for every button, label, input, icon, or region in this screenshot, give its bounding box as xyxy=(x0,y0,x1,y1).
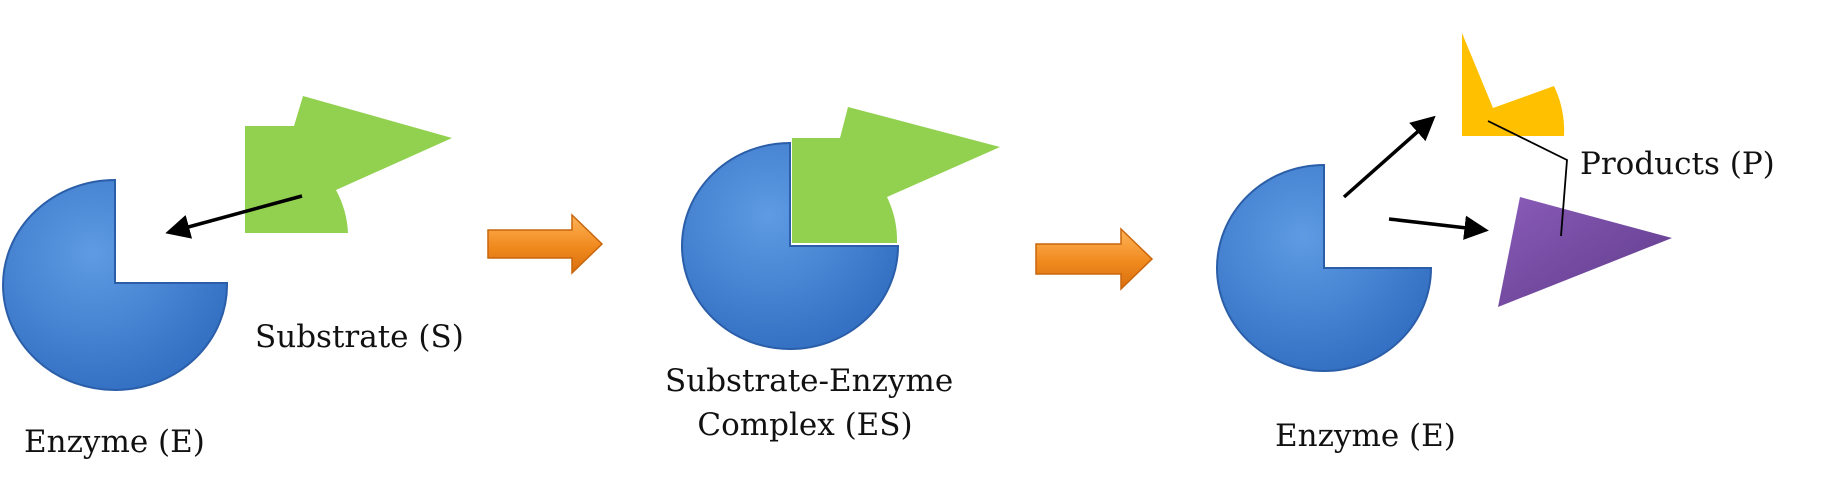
enzyme-left-shape xyxy=(2,178,229,391)
complex-label-line1: Substrate-Enzyme xyxy=(665,363,954,399)
products-label: Products (P) xyxy=(1580,146,1775,182)
enzyme-right-label: Enzyme (E) xyxy=(1275,418,1456,454)
process-arrow-1 xyxy=(487,213,604,275)
substrate-label: Substrate (S) xyxy=(255,319,464,355)
substrate-to-enzyme-arrow xyxy=(165,194,303,239)
es-complex-enzyme-shape xyxy=(681,141,900,350)
product-yellow-shape xyxy=(1462,33,1565,136)
release-arrow-up xyxy=(1342,115,1436,199)
process-arrow-2 xyxy=(1035,227,1154,291)
substrate-shape xyxy=(245,96,452,233)
products-callout-lines xyxy=(1487,120,1568,237)
release-arrow-right xyxy=(1388,215,1489,240)
complex-label-line2: Complex (ES) xyxy=(697,407,913,443)
es-complex-substrate-shape xyxy=(792,107,1000,243)
product-purple-shape xyxy=(1498,197,1672,307)
enzyme-left-label: Enzyme (E) xyxy=(24,424,205,460)
enzyme-right-shape xyxy=(1216,163,1433,372)
